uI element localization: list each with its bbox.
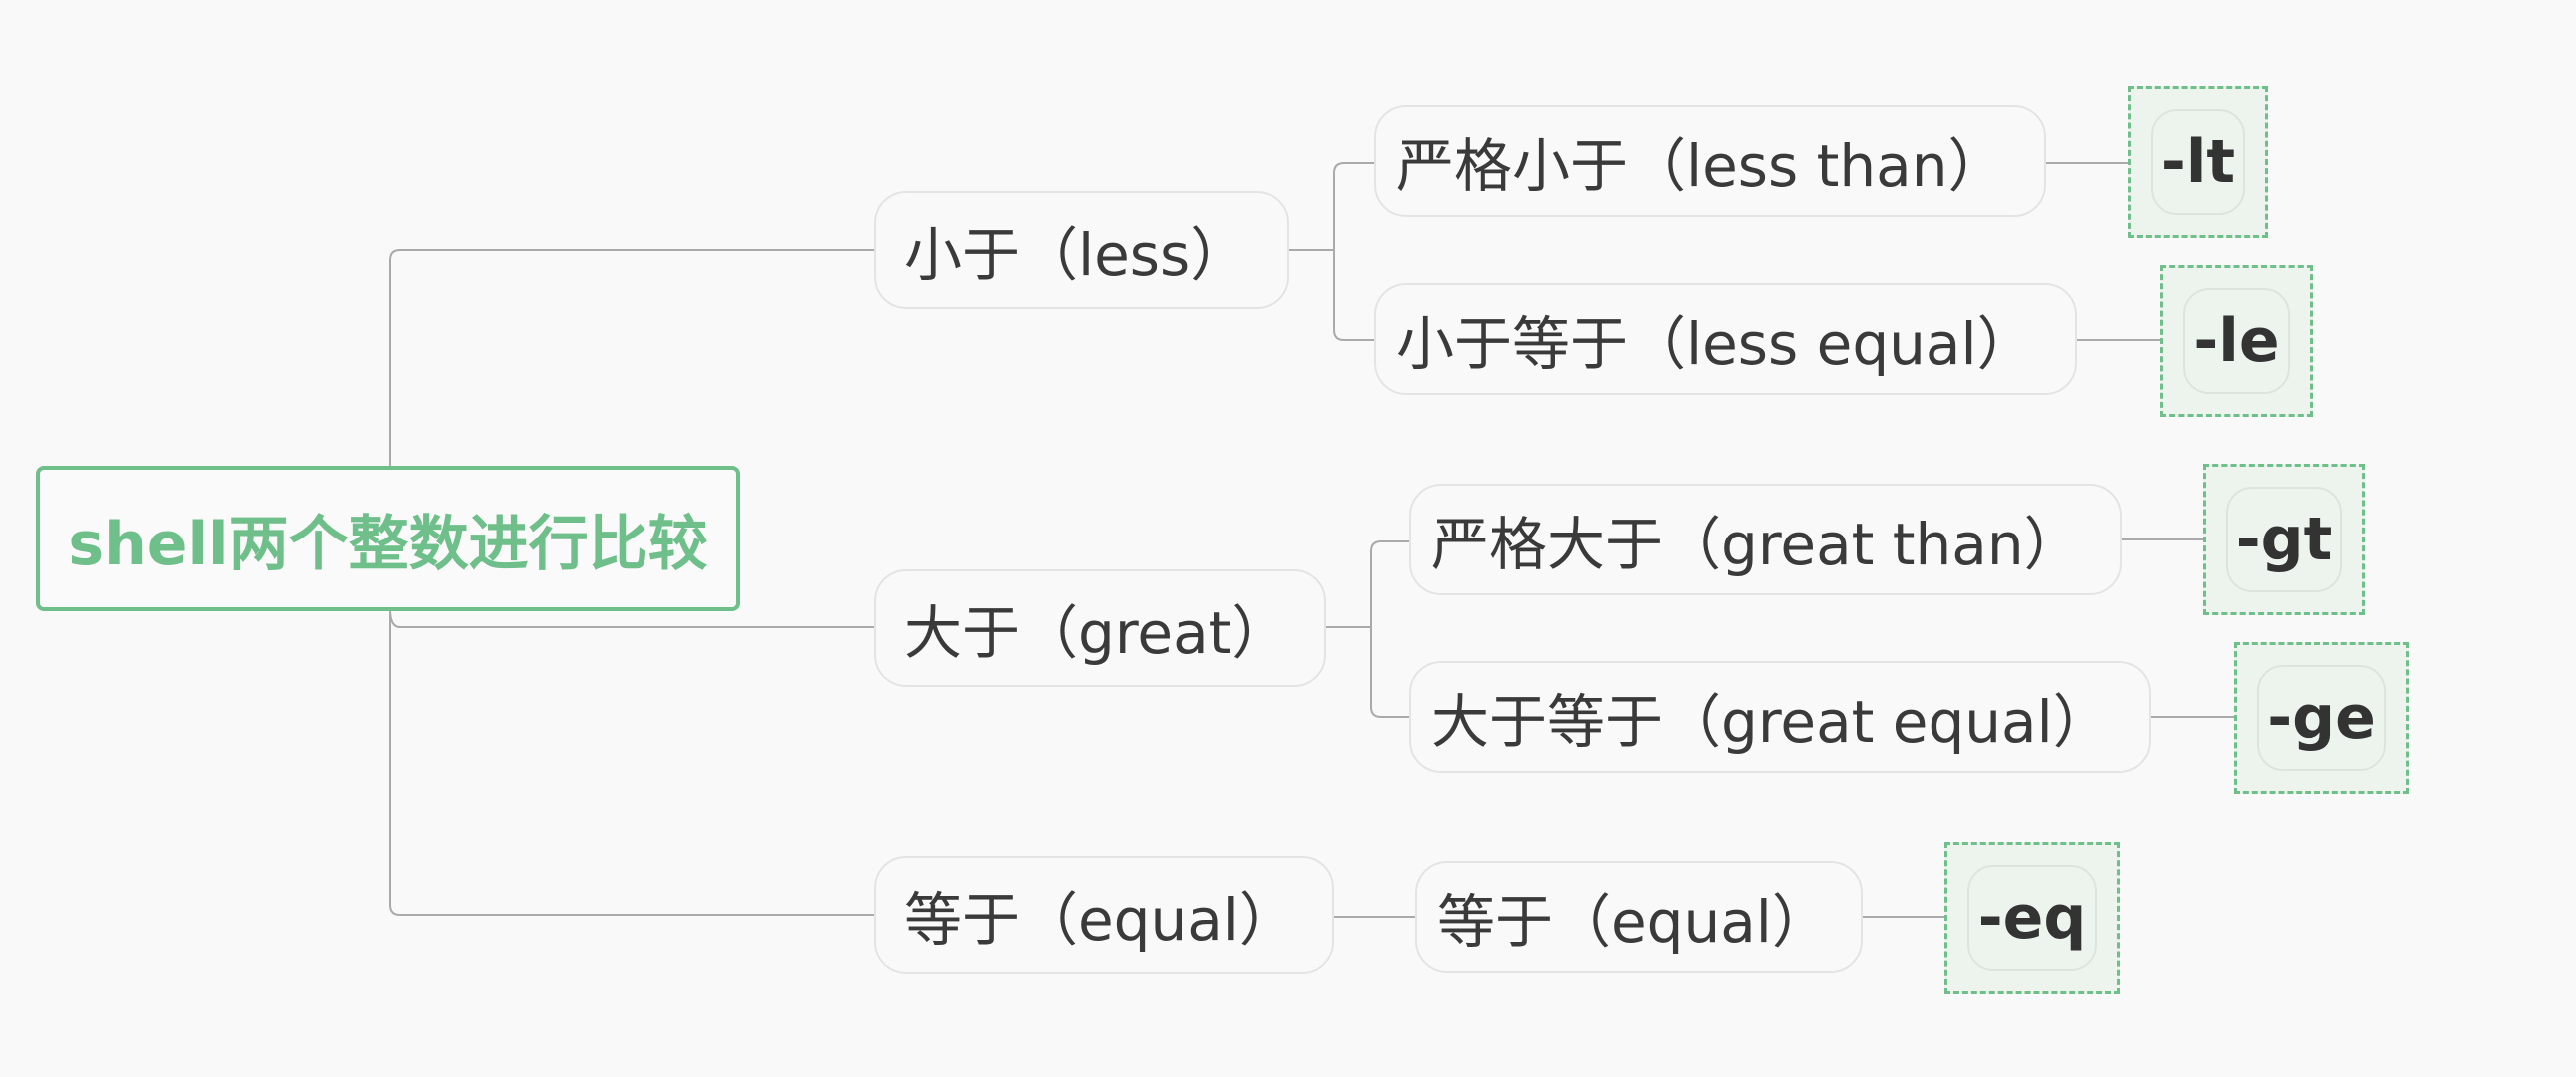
- connector-root-great: [389, 608, 874, 628]
- connector-less-children: [1289, 162, 1374, 341]
- operator-lt-label: -lt: [2151, 109, 2245, 215]
- leaf-equal-label: 等于（equal）: [1437, 888, 1830, 956]
- operator-le[interactable]: -le: [2160, 265, 2313, 417]
- operator-ge-label: -ge: [2257, 665, 2386, 771]
- leaf-great-equal-label: 大于等于（great equal）: [1431, 688, 2111, 756]
- leaf-great-than[interactable]: 严格大于（great than）: [1409, 484, 2122, 595]
- leaf-great-equal[interactable]: 大于等于（great equal）: [1409, 661, 2151, 773]
- branch-great[interactable]: 大于（great）: [874, 569, 1326, 687]
- operator-gt[interactable]: -gt: [2203, 464, 2365, 615]
- connector-great-children: [1326, 540, 1409, 718]
- branch-less[interactable]: 小于（less）: [874, 191, 1289, 309]
- branch-less-label: 小于（less）: [904, 221, 1249, 289]
- operator-eq[interactable]: -eq: [1944, 842, 2120, 994]
- root-topic[interactable]: shell两个整数进行比较: [36, 466, 740, 611]
- leaf-great-than-label: 严格大于（great than）: [1431, 511, 2082, 578]
- leaf-less-than[interactable]: 严格小于（less than）: [1374, 105, 2046, 217]
- root-topic-label: shell两个整数进行比较: [68, 509, 708, 579]
- branch-equal[interactable]: 等于（equal）: [874, 856, 1334, 974]
- leaf-less-equal[interactable]: 小于等于（less equal）: [1374, 283, 2077, 395]
- branch-equal-label: 等于（equal）: [904, 886, 1297, 954]
- operator-le-label: -le: [2183, 288, 2290, 394]
- leaf-less-than-label: 严格小于（less than）: [1396, 132, 2006, 200]
- connector-root-less: [389, 249, 874, 470]
- operator-lt[interactable]: -lt: [2128, 86, 2268, 238]
- operator-ge[interactable]: -ge: [2234, 642, 2409, 794]
- operator-gt-label: -gt: [2226, 487, 2342, 592]
- leaf-less-equal-label: 小于等于（less equal）: [1396, 310, 2035, 378]
- connector-root-equal: [389, 609, 874, 916]
- leaf-equal[interactable]: 等于（equal）: [1415, 861, 1863, 973]
- branch-great-label: 大于（great）: [904, 599, 1290, 667]
- operator-eq-label: -eq: [1967, 865, 2097, 971]
